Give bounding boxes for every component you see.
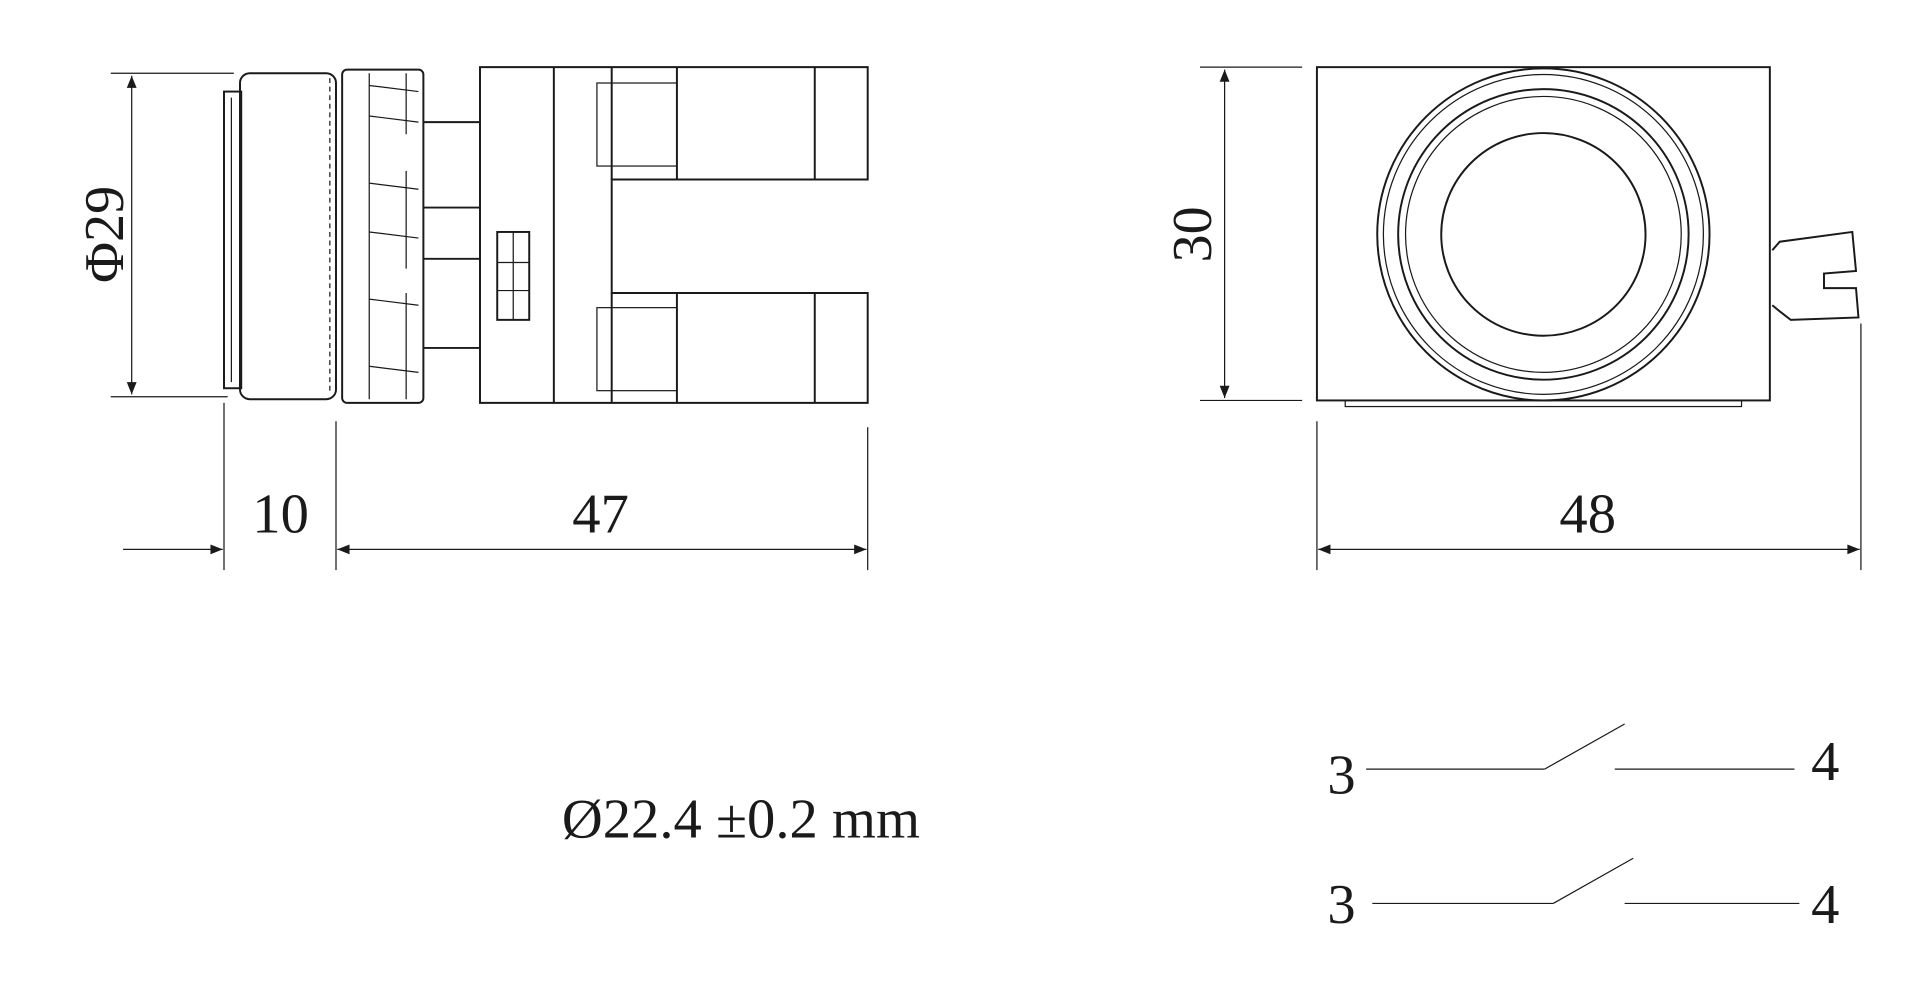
contact-1-left-terminal: 3 [1327, 745, 1355, 807]
diameter-label: Φ29 [74, 186, 136, 283]
width-label: 48 [1559, 483, 1616, 545]
mounting-hole-label: Ø22.4 ±0.2 mm [562, 789, 920, 851]
front-depth-label: 10 [252, 483, 309, 545]
contact-1: 3 4 [1327, 723, 1839, 807]
contact-schematic: 3 4 3 4 [1327, 723, 1839, 936]
contact-2-left-terminal: 3 [1327, 874, 1355, 936]
front-view: 30 48 [1162, 66, 1862, 571]
contact-2: 3 4 [1327, 857, 1839, 936]
height-label: 30 [1162, 206, 1224, 262]
body-length-label: 47 [572, 483, 629, 545]
contact-2-right-terminal: 4 [1811, 874, 1839, 936]
contact-1-right-terminal: 4 [1811, 731, 1839, 793]
side-view: Φ29 [74, 66, 869, 571]
